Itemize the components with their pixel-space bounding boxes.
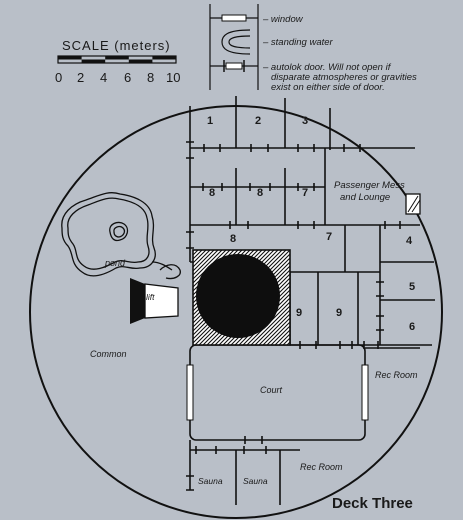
- passenger-mess-label: Passenger Mess: [334, 180, 405, 191]
- room-7-label: 7: [326, 231, 332, 243]
- room-5-label: 5: [409, 281, 415, 293]
- autolok-doors: [186, 141, 401, 491]
- room-3-label: 3: [302, 115, 308, 127]
- map-legend: – window – standing water – autolok door…: [209, 4, 417, 93]
- lift: [130, 278, 179, 324]
- passenger-mess-label: and Lounge: [340, 192, 390, 203]
- scale-tick-label: 10: [166, 70, 180, 85]
- court-windows: [186, 364, 369, 421]
- room-9-label: 9: [296, 307, 302, 319]
- interior-walls: [189, 96, 435, 505]
- lift-label: lift: [146, 292, 155, 302]
- scale-tick-label: 6: [124, 70, 131, 85]
- rec-room-label: Rec Room: [375, 370, 418, 380]
- legend-autolok-text: – autolok door. Will not open if: [262, 62, 392, 73]
- pond-label: pond: [104, 258, 126, 268]
- room-8-label: 8: [209, 187, 215, 199]
- scale-title: SCALE (meters): [62, 38, 171, 53]
- scale-tick-label: 4: [100, 70, 107, 85]
- window-symbol: [210, 14, 258, 22]
- pond: [61, 192, 181, 280]
- scale-tick-label: 2: [77, 70, 84, 85]
- scale-bar: SCALE (meters) 0 2 4 6 8 10: [55, 38, 180, 85]
- rec-room-label: Rec Room: [300, 462, 343, 472]
- legend-autolok-text: disparate atmospheres or gravities: [271, 72, 417, 83]
- room-4-label: 4: [406, 235, 413, 247]
- central-shaft: [192, 249, 291, 346]
- room-8-label: 8: [257, 187, 263, 199]
- legend-standing-water-text: – standing water: [262, 37, 334, 48]
- legend-window-text: – window: [262, 14, 304, 25]
- room-9-label: 9: [336, 307, 342, 319]
- court-label: Court: [260, 385, 283, 395]
- sauna-label: Sauna: [198, 476, 223, 486]
- deck-title: Deck Three: [332, 495, 413, 512]
- scale-tick-label: 8: [147, 70, 154, 85]
- legend-autolok-text: exist on either side of door.: [271, 82, 385, 93]
- room-6-label: 6: [409, 321, 415, 333]
- room-8-label: 8: [230, 233, 236, 245]
- room-1-label: 1: [207, 115, 213, 127]
- room-labels: 1 2 3 8 8 7 8 7 4 5 6 9 9 Passenger Mess…: [90, 115, 418, 486]
- sauna-label: Sauna: [243, 476, 268, 486]
- standing-water-symbol: [221, 29, 251, 55]
- autolok-door-symbol: [210, 60, 258, 72]
- stairs: [405, 193, 421, 215]
- scale-tick-label: 0: [55, 70, 62, 85]
- common-label: Common: [90, 349, 127, 359]
- room-7-label: 7: [302, 187, 308, 199]
- room-2-label: 2: [255, 115, 261, 127]
